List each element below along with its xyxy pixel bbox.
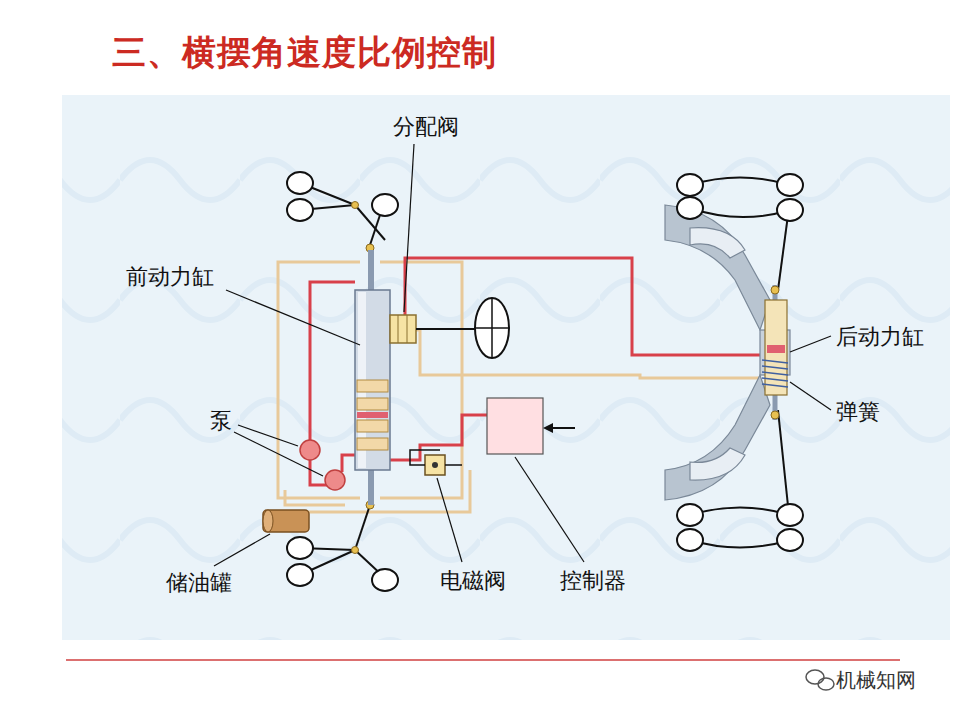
spring-coil — [762, 366, 788, 369]
spring-coil — [762, 360, 788, 363]
spring-coil — [762, 378, 788, 381]
slide-title: 三、横摆角速度比例控制 — [112, 30, 497, 76]
label-text: 控制器 — [560, 568, 626, 593]
label-text: 分配阀 — [393, 114, 459, 139]
watermark: 机械知网 — [836, 667, 916, 694]
part-label: 后动力缸 — [836, 322, 924, 352]
spring-coil — [762, 384, 788, 387]
part-label: 弹簧 — [836, 397, 880, 427]
spring-coil — [762, 372, 788, 375]
label-text: 储油罐 — [166, 570, 232, 595]
part-label: 分配阀 — [393, 112, 459, 142]
title-text: 三、横摆角速度比例控制 — [112, 32, 497, 72]
label-text: 泵 — [210, 408, 232, 433]
label-text: 弹簧 — [836, 399, 880, 424]
part-label: 储油罐 — [166, 568, 232, 598]
label-text: 机械知网 — [836, 668, 916, 692]
part-label: 控制器 — [560, 566, 626, 596]
label-text: 后动力缸 — [836, 324, 924, 349]
label-text: 前动力缸 — [126, 264, 214, 289]
part-label: 前动力缸 — [126, 262, 214, 292]
part-label: 电磁阀 — [440, 566, 506, 596]
label-text: 电磁阀 — [440, 568, 506, 593]
part-label: 泵 — [210, 406, 232, 436]
